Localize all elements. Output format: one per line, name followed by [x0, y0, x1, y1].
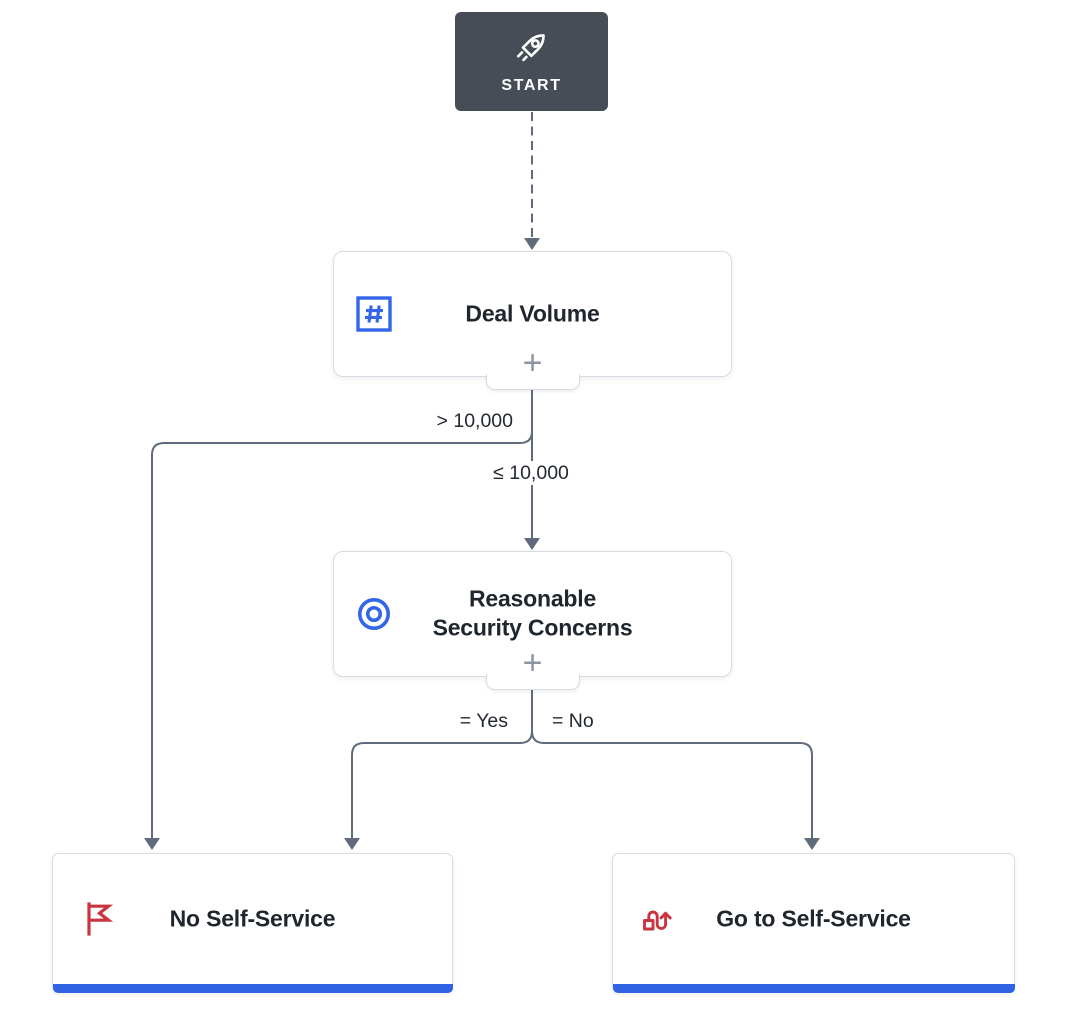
security-concerns-title: Reasonable Security Concerns — [432, 585, 633, 641]
arrowhead-deal-volume — [524, 238, 540, 250]
start-node-label: START — [501, 77, 562, 94]
edge-security-yes-branch — [351, 730, 533, 838]
no-self-service-title: No Self-Service — [169, 905, 336, 932]
go-self-service-node[interactable]: Go to Self-Service — [612, 853, 1015, 993]
deal-volume-title: Deal Volume — [465, 300, 600, 327]
arrowhead-security — [524, 538, 540, 550]
arrowhead-no-self-service-right — [344, 838, 360, 850]
go-self-service-title: Go to Self-Service — [716, 905, 911, 932]
outcome-accent-bar — [612, 983, 1015, 993]
edge-label-lte-10000[interactable]: ≤ 10,000 — [488, 461, 574, 485]
edge-label-gt-10000[interactable]: > 10,000 — [436, 410, 513, 432]
edge-label-no[interactable]: = No — [546, 709, 594, 733]
security-concerns-node[interactable]: Reasonable Security Concerns + — [333, 551, 732, 690]
add-branch-tab-deal-volume[interactable] — [485, 374, 580, 390]
goto-icon — [641, 901, 677, 937]
start-node[interactable]: START — [455, 12, 608, 111]
deal-volume-node[interactable]: Deal Volume + — [333, 251, 732, 390]
add-branch-tab-security[interactable] — [485, 674, 580, 690]
no-self-service-node[interactable]: No Self-Service — [52, 853, 453, 993]
number-hash-icon — [356, 296, 392, 332]
flag-icon — [81, 901, 117, 937]
arrowhead-go-self-service — [804, 838, 820, 850]
rocket-icon — [511, 28, 553, 70]
outcome-accent-bar — [52, 983, 453, 993]
edge-deal-volume-gt-branch — [151, 430, 533, 838]
edge-security-no-branch — [531, 730, 813, 838]
edge-label-yes[interactable]: = Yes — [424, 709, 514, 733]
arrowhead-no-self-service-left — [144, 838, 160, 850]
target-icon — [356, 596, 392, 632]
